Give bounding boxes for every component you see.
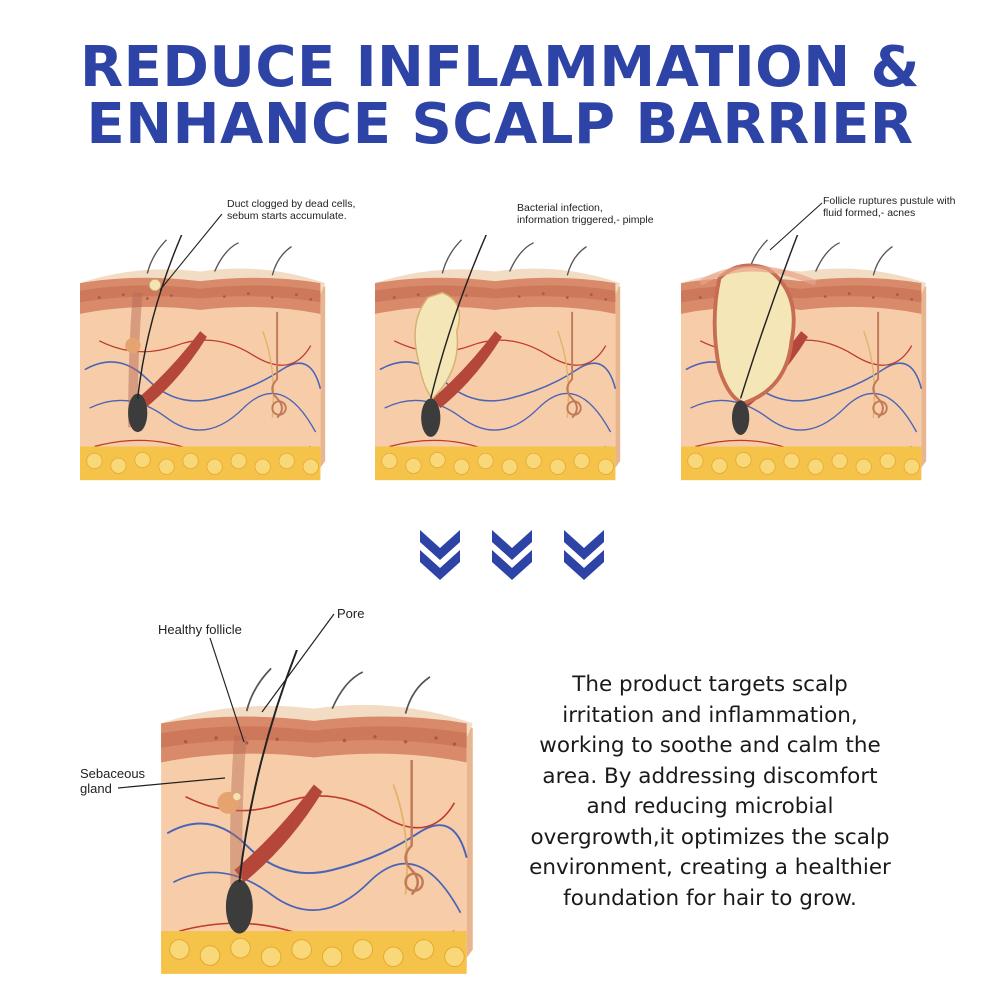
stage-3-label: Follicle ruptures pustule with fluid for… (823, 195, 956, 219)
stage-3-diagram (680, 235, 928, 482)
pore-label: Pore (337, 606, 365, 621)
chevron-down-icon (564, 530, 604, 580)
page-title-line-2: ENHANCE SCALP BARRIER (86, 92, 914, 157)
stage-2-diagram (374, 235, 622, 482)
description-text: The product targets scalp irritation and… (529, 672, 891, 911)
healthy-follicle-label: Healthy follicle (158, 622, 242, 637)
chevron-down-icon (420, 530, 460, 580)
chevron-down-icon (492, 530, 532, 580)
sebaceous-gland-label: Sebaceous gland (80, 766, 146, 796)
healthy-follicle-diagram (159, 650, 474, 976)
stage-1-label: Duct clogged by dead cells, sebum starts… (227, 198, 356, 222)
page-title-line-1: REDUCE INFLAMMATION & (80, 35, 920, 100)
stage-1-diagram (79, 235, 327, 482)
stage-2-label: Bacterial infection, information trigger… (517, 202, 654, 226)
